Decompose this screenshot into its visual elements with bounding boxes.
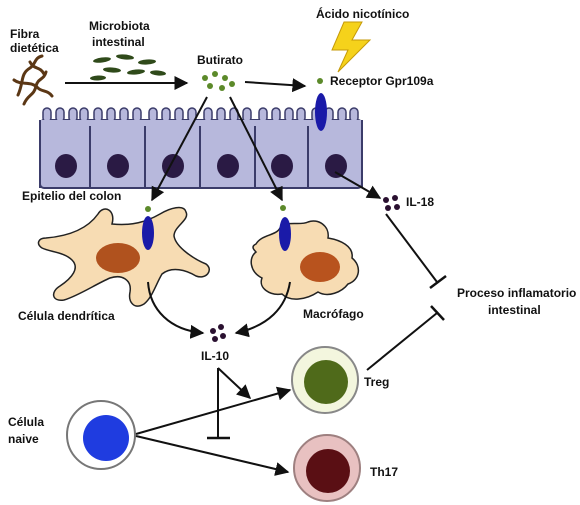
il10-label: IL-10: [201, 349, 229, 363]
treg-nucleus: [304, 360, 348, 404]
arrow-dendritic-to-il10: [147, 281, 205, 339]
arrow-il10-to-treg: [217, 367, 252, 399]
fiber-icon: [12, 54, 54, 106]
butyrate-molecules: [202, 71, 235, 91]
microbiota-icon: [90, 54, 166, 81]
il10-molecules: [210, 324, 226, 342]
treg-label: Treg: [364, 375, 389, 389]
arrow-butyrate-to-macrophage: [229, 96, 283, 202]
naive-nucleus: [83, 415, 129, 461]
macrophage-nucleus: [300, 252, 340, 282]
celula-label: Célula: [8, 415, 44, 429]
dendritic-ligand: [145, 206, 151, 212]
proceso-label-2: intestinal: [488, 303, 541, 317]
epitelio-label: Epitelio del colon: [22, 189, 121, 203]
lightning-icon: [331, 21, 372, 73]
acido-label: Ácido nicotínico: [316, 6, 409, 21]
gpr109a-receptor: [315, 93, 327, 131]
arrow-naive-to-th17: [135, 435, 290, 476]
arrow-butyrate-to-receptor: [244, 78, 307, 93]
microbiota-label-2: intestinal: [92, 35, 145, 49]
macrofago-label: Macrófago: [303, 307, 364, 321]
receptor-ligand: [317, 78, 323, 84]
macrophage-ligand: [280, 205, 286, 211]
dendritic-receptor: [142, 216, 154, 250]
receptor-label: Receptor Gpr109a: [330, 74, 434, 88]
fibra-label-2: dietética: [10, 41, 59, 55]
treg-inhibit-bar: [430, 305, 445, 321]
il18-label: IL-18: [406, 195, 434, 209]
treg-inhibit-line: [366, 312, 438, 371]
epithelium: [39, 107, 363, 189]
il18-inhibit-bar: [429, 275, 447, 289]
arrow-receptor-to-il18: [334, 171, 382, 199]
th17-nucleus: [306, 449, 350, 493]
proceso-label: Proceso inflamatorio: [457, 286, 576, 300]
macrophage-receptor: [279, 217, 291, 251]
arrow-macrophage-to-il10: [234, 281, 291, 338]
microbiota-label: Microbiota: [89, 19, 150, 33]
naive-label: naive: [8, 432, 39, 446]
fibra-label: Fibra: [10, 27, 40, 41]
butirato-label: Butirato: [197, 53, 243, 67]
il18-inhibit-line: [385, 213, 438, 283]
arrow-naive-to-treg: [135, 386, 292, 435]
il18-molecules: [383, 195, 400, 211]
dendritica-label: Célula dendrítica: [18, 309, 115, 323]
dendritic-nucleus: [96, 243, 140, 273]
th17-label: Th17: [370, 465, 398, 479]
arrow-butyrate-to-dendritic: [151, 96, 208, 202]
